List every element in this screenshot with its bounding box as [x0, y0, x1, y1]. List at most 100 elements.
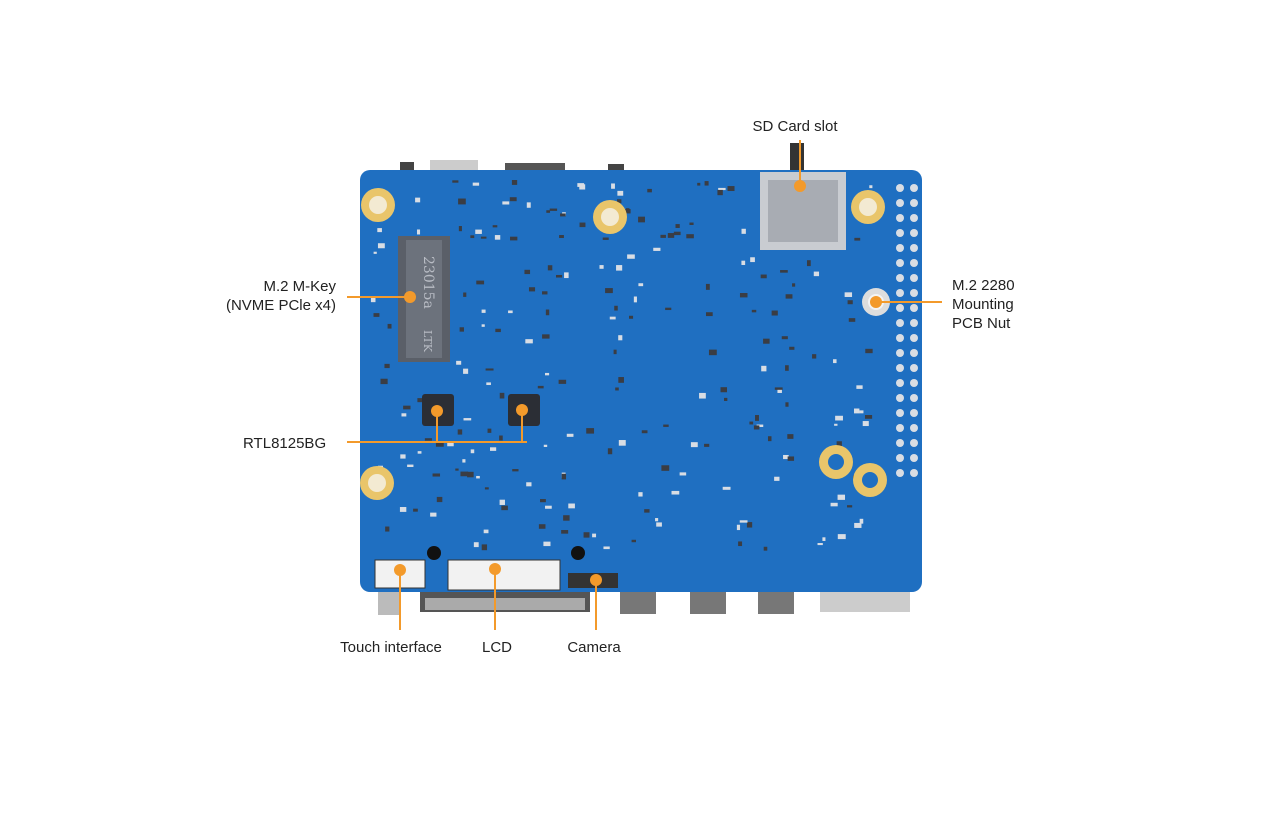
header-pin [896, 199, 904, 207]
smd-component [633, 296, 637, 303]
smd-component [741, 228, 746, 234]
smd-component [413, 508, 418, 512]
label-m2-nut-line2: Mounting [952, 296, 1014, 313]
smd-component [738, 541, 743, 547]
smd-component [485, 368, 494, 371]
smd-component [377, 243, 385, 249]
smd-component [717, 189, 723, 196]
smd-component [647, 188, 652, 193]
header-pin [896, 304, 904, 312]
header-pin [896, 364, 904, 372]
smd-component [586, 428, 595, 434]
smd-component [483, 529, 489, 534]
smd-component [833, 359, 837, 364]
smd-component [486, 382, 491, 386]
smd-component [617, 199, 622, 204]
smd-component [563, 515, 570, 521]
smd-component [774, 476, 780, 481]
smd-component [609, 316, 616, 320]
smd-component [537, 385, 544, 389]
smd-component [373, 251, 377, 254]
smd-component [837, 494, 846, 500]
callout-lines [347, 140, 942, 630]
smd-component [644, 509, 650, 513]
smd-component [656, 522, 662, 527]
smd-component [785, 294, 793, 299]
smd-component [545, 309, 550, 316]
smd-component [525, 339, 533, 344]
smd-component [470, 449, 475, 454]
header-pin [910, 319, 918, 327]
smd-component [854, 237, 861, 241]
header-pin [896, 274, 904, 282]
smd-component [603, 546, 610, 550]
smd-component [812, 354, 817, 359]
smd-component [787, 456, 795, 461]
smd-component [847, 505, 853, 508]
header-pin [896, 469, 904, 477]
smd-component [495, 328, 501, 333]
smd-component [424, 438, 432, 441]
smd-component [452, 180, 459, 183]
smd-component [865, 348, 873, 354]
smd-component [602, 237, 609, 240]
smd-component [492, 225, 498, 228]
smd-component [558, 379, 567, 384]
smd-component [463, 418, 472, 421]
header-pin [910, 409, 918, 417]
smd-component [607, 448, 613, 455]
smd-component [543, 541, 551, 547]
smd-component [739, 520, 748, 523]
smd-component [524, 269, 531, 275]
header-pin [910, 424, 918, 432]
smd-component [859, 518, 864, 524]
header-pin [896, 184, 904, 192]
m2-silkscreen: 23015a [420, 256, 436, 309]
header-pin [896, 244, 904, 252]
smd-component [862, 421, 869, 427]
smd-component [613, 349, 617, 355]
smd-component [835, 415, 843, 421]
header-pin [896, 379, 904, 387]
smd-component [611, 183, 615, 189]
smd-component [638, 216, 645, 223]
smd-component [475, 229, 482, 234]
smd-component [760, 274, 767, 279]
smd-component [704, 443, 710, 447]
smd-component [387, 323, 392, 329]
m2-mark: LTK [421, 330, 434, 353]
smd-component [792, 283, 796, 287]
header-pin [910, 244, 918, 252]
smd-component [544, 372, 550, 376]
gpio-header [896, 184, 918, 477]
smd-component [854, 408, 860, 414]
smd-component [509, 197, 517, 202]
header-pin [896, 319, 904, 327]
smd-component [837, 534, 846, 540]
smd-component [583, 532, 590, 538]
smd-component [436, 496, 443, 503]
smd-component [834, 423, 838, 426]
smd-component [480, 236, 487, 239]
smd-component [689, 222, 694, 226]
header-pin [910, 394, 918, 402]
smd-component [763, 546, 768, 551]
header-pin [910, 259, 918, 267]
smd-component [767, 436, 772, 442]
smd-component [623, 209, 631, 214]
smd-component [481, 544, 488, 551]
smd-component [543, 444, 548, 447]
smd-component [756, 424, 764, 427]
smd-component [456, 360, 462, 365]
header-pin [896, 454, 904, 462]
smd-component [432, 473, 441, 477]
smd-component [847, 300, 853, 305]
smd-component [720, 387, 728, 393]
label-m2-mkey-line2: (NVME PCle x4) [225, 297, 336, 314]
smd-component [415, 197, 421, 203]
smd-component [655, 518, 659, 522]
smd-component [753, 425, 760, 430]
smd-component [487, 428, 492, 433]
smd-component [511, 180, 518, 185]
smd-component [447, 441, 454, 447]
